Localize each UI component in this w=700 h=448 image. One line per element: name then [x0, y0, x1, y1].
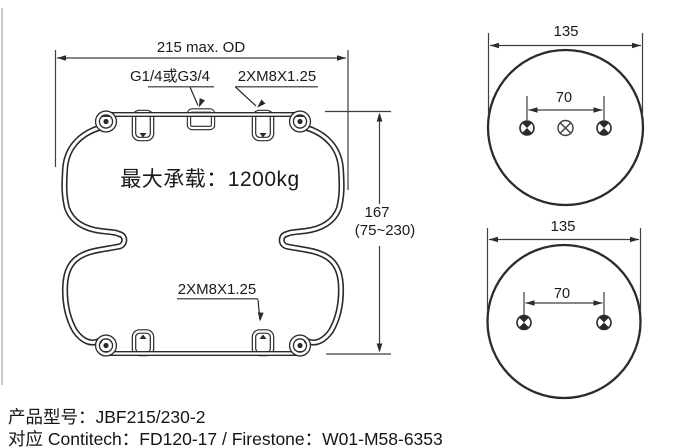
port-thread-label: G1/4或G3/4 — [129, 68, 211, 85]
top-plate-circle-view — [486, 33, 645, 207]
product-model-text: 产品型号：JBF215/230-2 — [8, 407, 206, 427]
air-port-symbol — [557, 119, 574, 137]
bolt-hole-symbol — [519, 120, 535, 136]
top-view-diameter-label: 135 — [553, 23, 579, 40]
bottom-view-diameter-label: 135 — [550, 218, 576, 235]
bottom-view-diameter-dimension — [486, 228, 642, 312]
plate-edge-curls — [94, 110, 312, 357]
bottom-view-bolt-spacing-label: 70 — [553, 286, 571, 302]
label-leaders — [148, 86, 318, 322]
page-edge-line — [1, 8, 3, 385]
max-load-label: 最大承载：1200kg — [120, 168, 300, 191]
bottom-mounting-studs — [131, 329, 275, 357]
height-dimension-label: 167 — [364, 204, 390, 221]
air-inlet-port — [186, 108, 216, 131]
top-view-diameter-dimension — [487, 33, 644, 117]
od-dimension — [54, 50, 349, 190]
height-range-label: (75~230) — [354, 222, 416, 239]
bolt-hole-symbol — [596, 314, 612, 331]
bolt-hole-symbol — [596, 120, 612, 136]
height-dimension — [325, 110, 391, 355]
bottom-plate-circle-view — [486, 228, 642, 400]
bolt-hole-symbol — [516, 314, 532, 331]
bottom-stud-thread-label: 2XM8X1.25 — [177, 281, 257, 298]
top-stud-thread-label: 2XM8X1.25 — [237, 68, 317, 85]
top-view-bolt-spacing-label: 70 — [555, 90, 573, 106]
bellows-silhouette — [61, 124, 345, 346]
top-view-bolt-spacing-dimension — [526, 96, 605, 120]
bottom-view-bolt-spacing-dimension — [523, 292, 605, 316]
od-dimension-label: 215 max. OD — [156, 39, 246, 56]
cross-reference-text: 对应 Contitech：FD120-17 / Firestone：W01-M5… — [8, 429, 443, 448]
